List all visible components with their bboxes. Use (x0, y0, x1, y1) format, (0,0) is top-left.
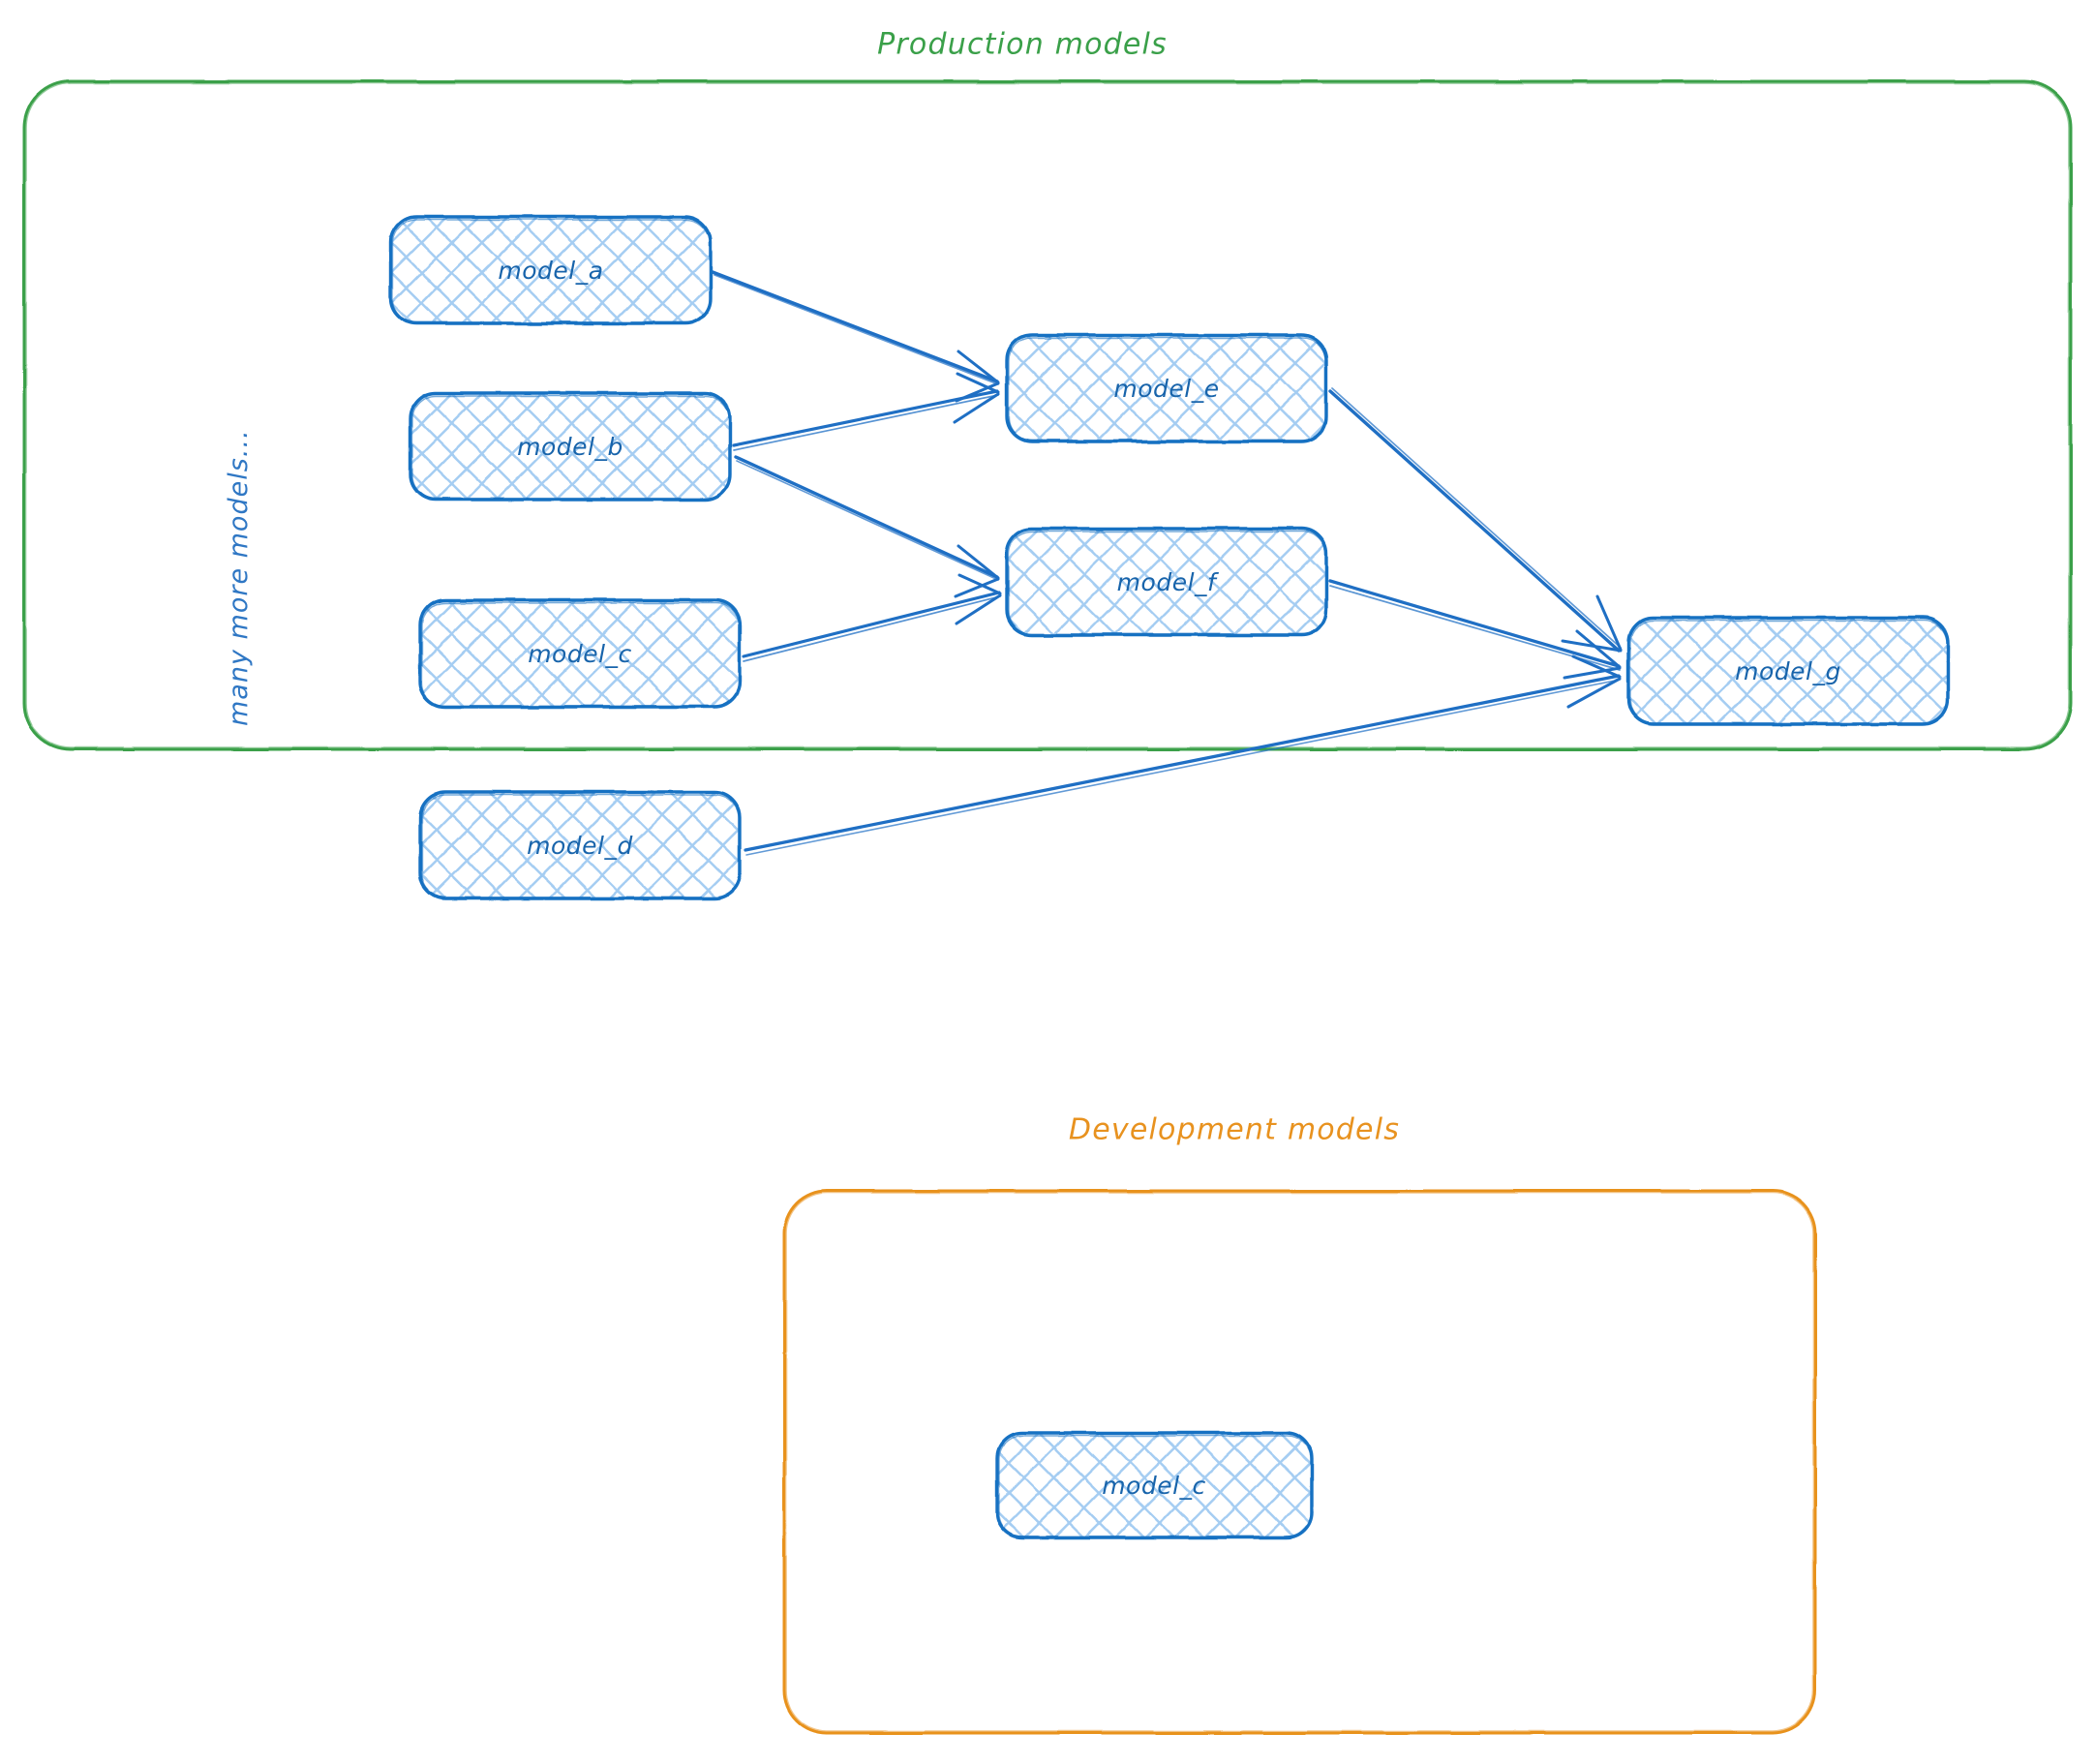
node-model-f[interactable]: model_f (1005, 527, 1328, 637)
edge-model-c-to-model-f (742, 573, 1002, 662)
development-group-border (782, 1189, 1817, 1735)
node-label-model-g: model_g (1735, 657, 1841, 685)
node-model-a[interactable]: model_a (389, 215, 713, 325)
node-label-model-b: model_b (517, 433, 623, 461)
node-model-c-development[interactable]: model_c (995, 1431, 1314, 1539)
node-label-model-a: model_a (498, 257, 603, 285)
edge-model-b-to-model-e (732, 372, 1000, 451)
node-label-model-e: model_e (1113, 375, 1219, 403)
group-production: Production models (22, 28, 2073, 751)
edge-model-d-to-model-g (744, 654, 1622, 856)
node-label-model-f: model_f (1117, 568, 1219, 596)
edge-model-e-to-model-g (1328, 387, 1623, 653)
edge-layer (711, 270, 1623, 856)
production-group-border (22, 79, 2073, 751)
node-model-g[interactable]: model_g (1626, 616, 1950, 726)
edge-model-f-to-model-g (1328, 579, 1622, 680)
development-group-title: Development models (1069, 1113, 1400, 1147)
edge-model-b-to-model-f (734, 455, 1000, 598)
edge-model-a-to-model-e (711, 270, 1000, 403)
node-model-d[interactable]: model_d (418, 790, 742, 900)
node-label-model-c-development: model_c (1102, 1472, 1206, 1500)
node-label-model-d: model_d (527, 832, 633, 860)
node-label-model-c-production: model_c (528, 640, 632, 668)
node-model-b[interactable]: model_b (409, 391, 732, 502)
production-group-title: Production models (877, 28, 1168, 62)
node-model-c-production[interactable]: model_c (418, 598, 742, 709)
group-development: Development models (782, 1113, 1817, 1735)
many-more-models-note: many more models... (224, 429, 254, 726)
node-model-e[interactable]: model_e (1005, 333, 1328, 443)
